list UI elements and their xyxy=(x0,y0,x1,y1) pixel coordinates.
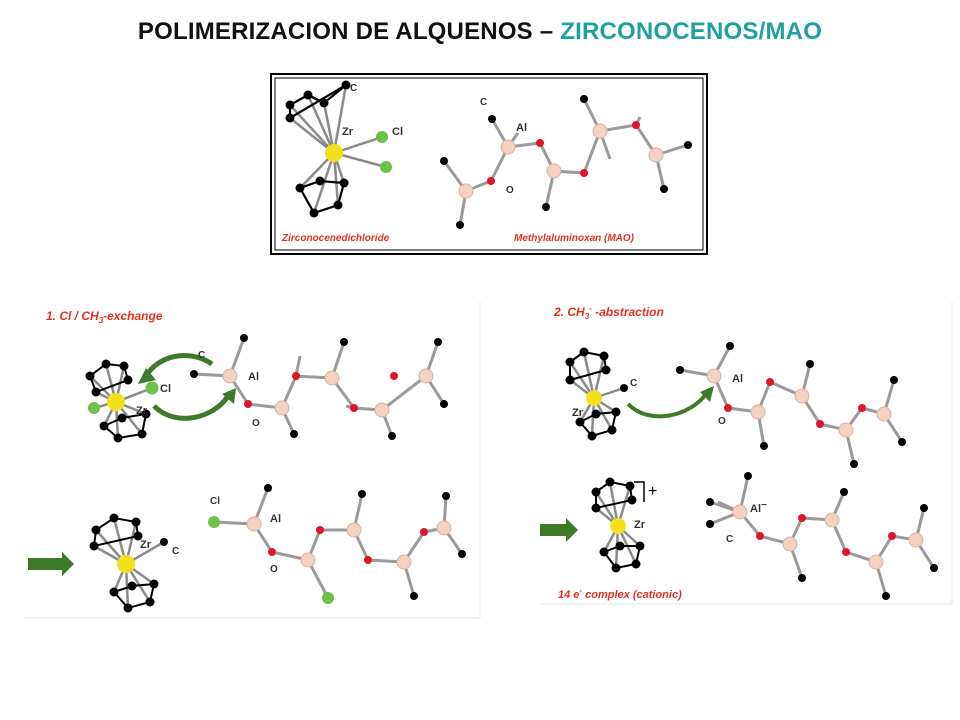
title-separator: – xyxy=(539,18,554,45)
label-al: Al xyxy=(732,373,743,385)
step1-products: Zr C Cl Al O xyxy=(28,484,466,613)
label-al: Al xyxy=(516,122,527,134)
zr-atom xyxy=(117,555,135,573)
step2-reactants: Zr C Al O xyxy=(565,342,906,468)
ch3-abstraction-panel: 2. CH3- -abstraction Zr C xyxy=(540,296,954,606)
label-al: Al− xyxy=(750,500,767,515)
arrow-curved-left xyxy=(143,353,214,378)
zirconocene-dichloride-molecule: C Zr Cl xyxy=(285,80,403,218)
arrow-right-icon xyxy=(28,552,74,576)
label-zr: Zr xyxy=(572,407,584,419)
label-c: C xyxy=(726,534,733,545)
title-accent: ZIRCONOCENOS/MAO xyxy=(560,18,823,45)
step2-caption: 2. CH3- -abstraction xyxy=(553,304,664,321)
zr-atom xyxy=(586,390,602,406)
label-c: C xyxy=(630,378,637,389)
cl-atom xyxy=(322,592,334,604)
label-c: C xyxy=(350,83,357,94)
label-zr: Zr xyxy=(634,519,646,531)
arrow-right-icon xyxy=(540,518,578,542)
step1-reactants: Cl Zr C Al O xyxy=(85,334,448,443)
caption-mao: Methylaluminoxan (MAO) xyxy=(514,233,635,244)
cl-atom xyxy=(376,131,388,143)
mao-molecule: C Al O xyxy=(440,95,692,229)
page-title: POLIMERIZACION DE ALQUENOS – ZIRCONOCENO… xyxy=(0,18,960,46)
zr-atom xyxy=(610,518,626,534)
zr-atom xyxy=(107,393,125,411)
step1-caption: 1. Cl / CH3-exchange xyxy=(46,309,163,325)
label-o: O xyxy=(718,416,726,427)
cl-ch3-exchange-panel: 1. Cl / CH3-exchange Cl Zr xyxy=(24,296,482,620)
title-main: POLIMERIZACION DE ALQUENOS xyxy=(137,18,533,45)
label-zr: Zr xyxy=(140,539,152,551)
label-o: O xyxy=(270,564,278,575)
label-cl: Cl xyxy=(210,496,220,507)
cation-bracket xyxy=(634,481,645,502)
cation-charge: + xyxy=(648,483,657,500)
step2-products: Zr + Al− C 14 e- complex (cation xyxy=(540,472,938,601)
label-zr: Zr xyxy=(342,126,354,138)
label-cl: Cl xyxy=(392,126,403,138)
label-al: Al xyxy=(270,513,281,525)
arrow-curved-right xyxy=(626,392,708,419)
arrow-curved-right xyxy=(152,394,231,421)
cl-atom xyxy=(380,161,392,173)
cl-atom xyxy=(88,402,100,414)
label-c: C xyxy=(172,546,179,557)
label-o: O xyxy=(252,418,260,429)
label-cl: Cl xyxy=(160,383,171,395)
label-o: O xyxy=(506,185,514,196)
label-c: C xyxy=(480,97,487,108)
label-c: C xyxy=(198,350,205,361)
cationic-complex-caption: 14 e- complex (cationic) xyxy=(558,586,682,601)
zr-atom xyxy=(325,144,343,162)
cl-atom xyxy=(145,381,159,395)
label-zr: Zr xyxy=(136,405,148,417)
top-structures-box: C Zr Cl C Al O Zirc xyxy=(270,73,708,255)
caption-zirconocenedichloride: Zirconocenedichloride xyxy=(281,233,390,244)
label-al: Al xyxy=(248,371,259,383)
cl-atom xyxy=(208,516,220,528)
